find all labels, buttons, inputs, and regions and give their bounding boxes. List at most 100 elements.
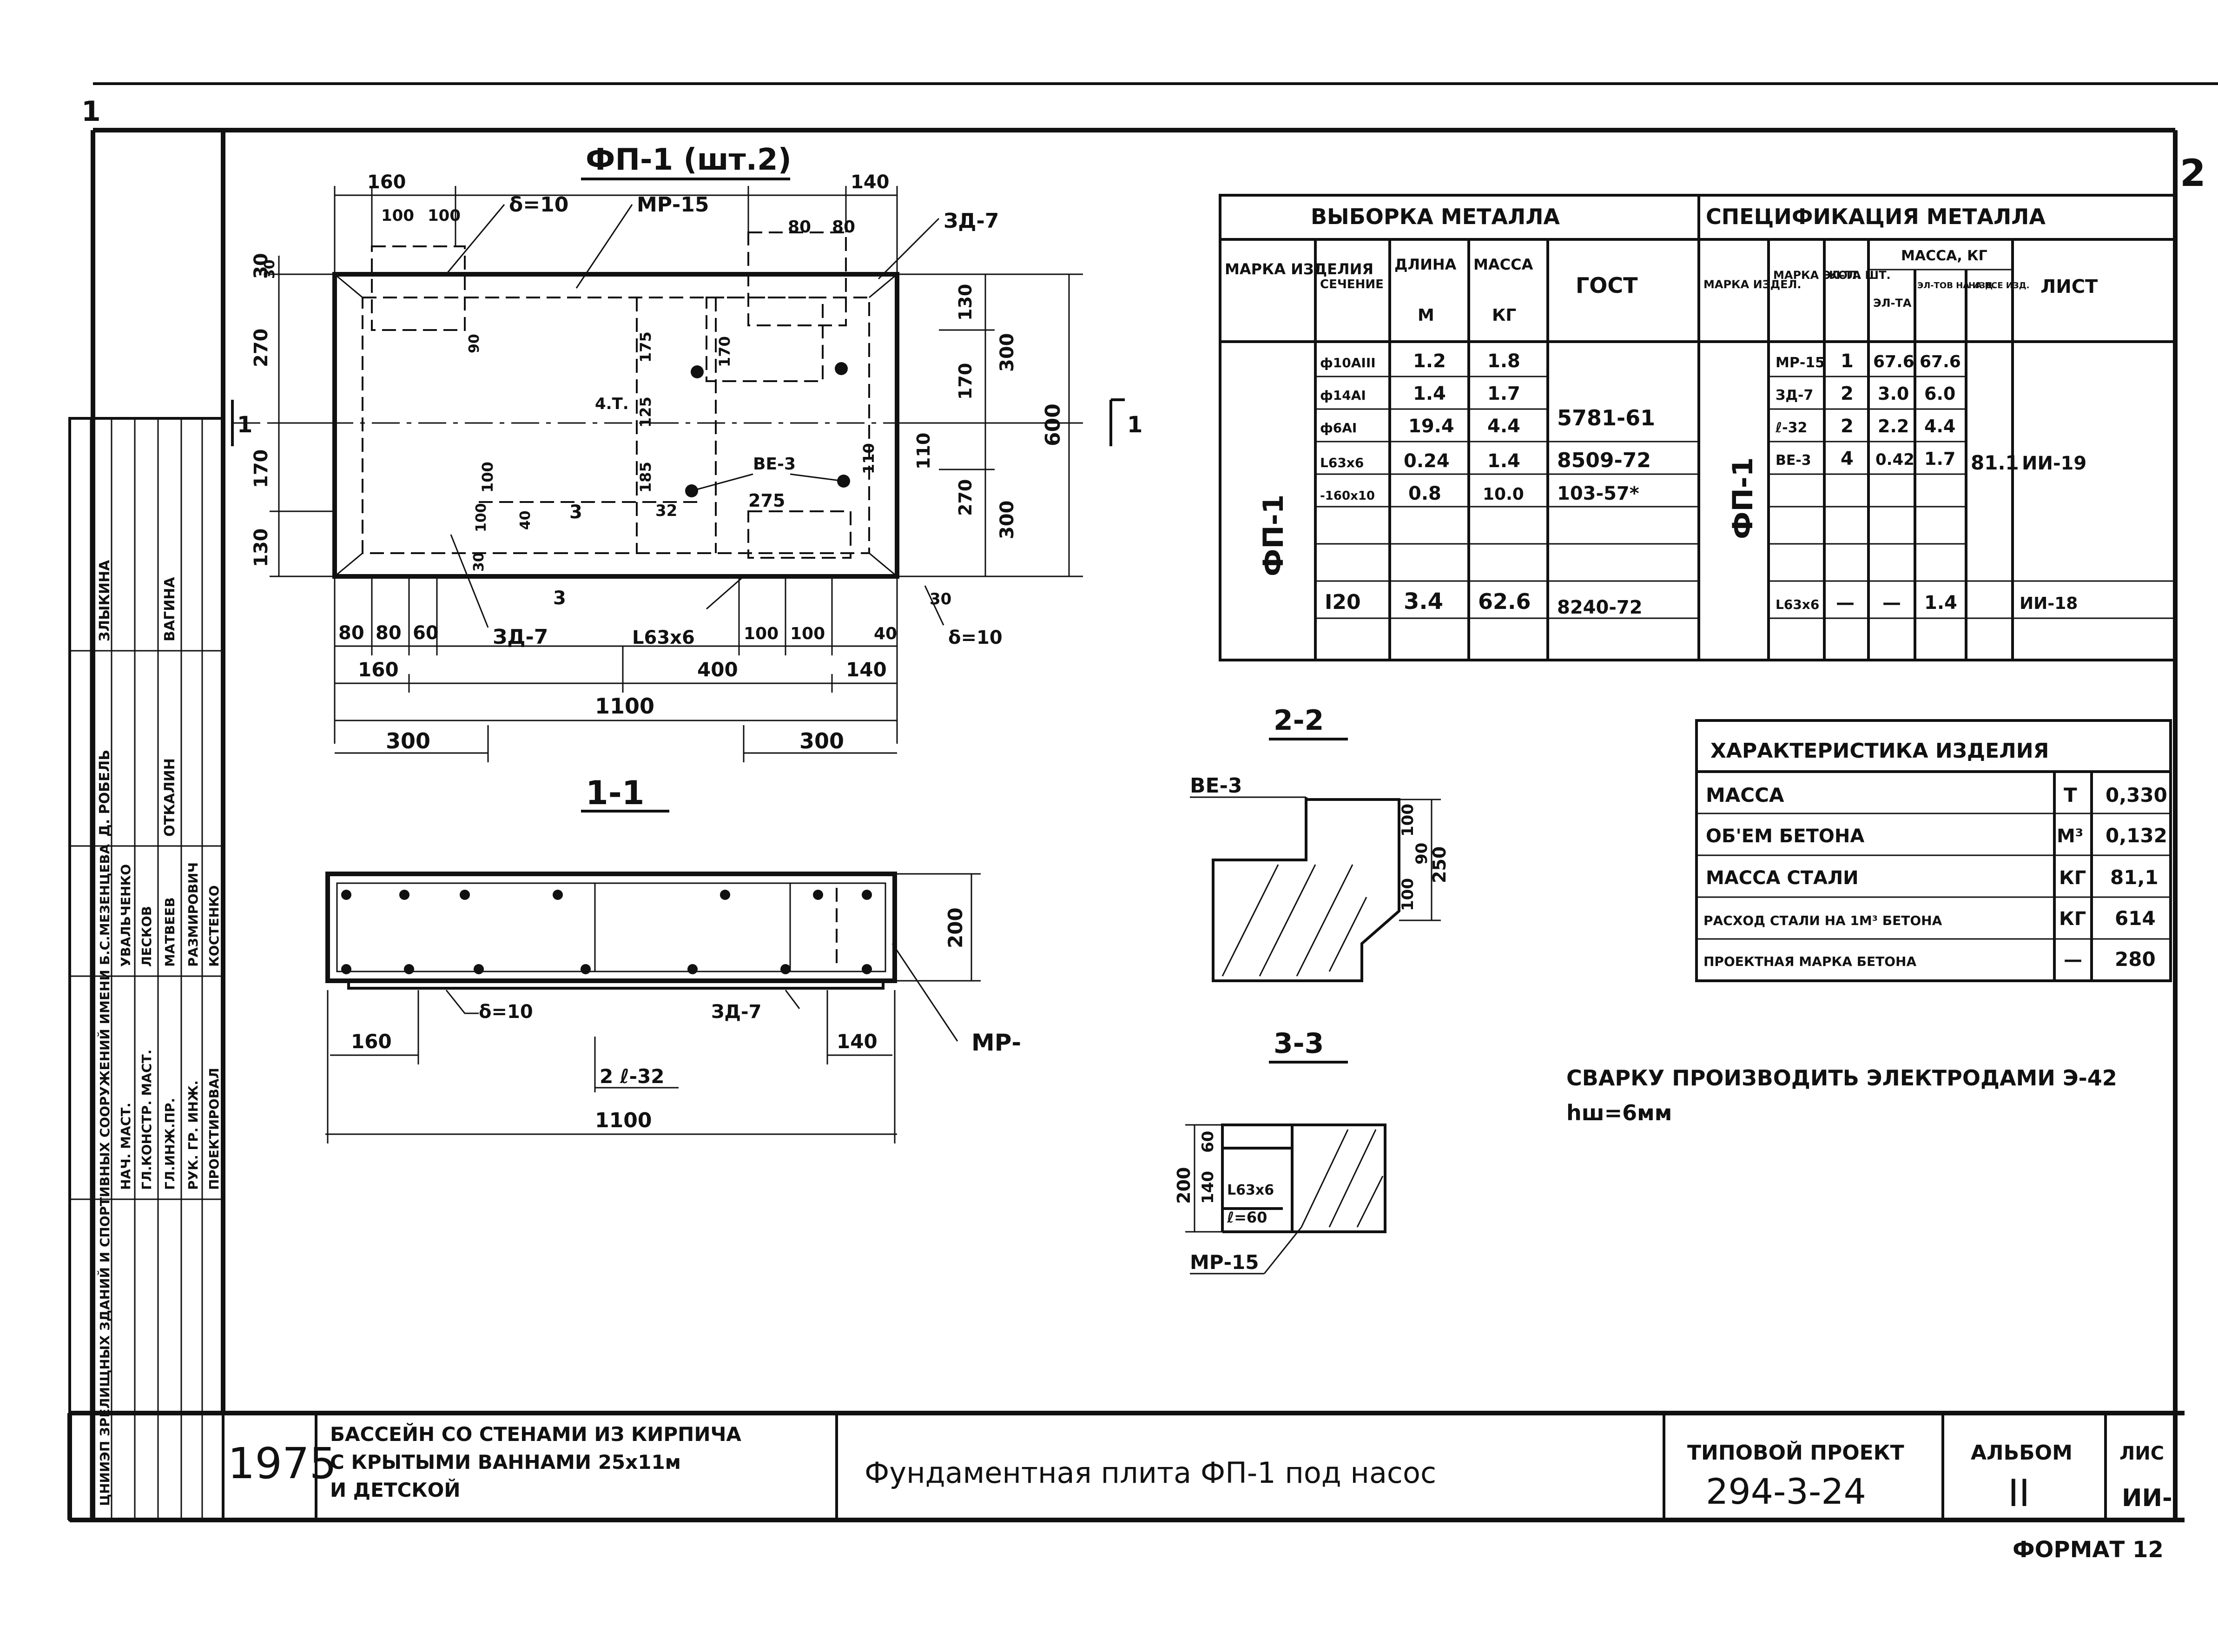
- sheet-index: 2: [2180, 152, 2206, 195]
- char-r4-unit: КГ: [2059, 908, 2086, 930]
- dim-right-2: 170: [955, 363, 976, 400]
- spec-r3-qty: 2: [1841, 416, 1854, 437]
- section11-dim-total: 1100: [595, 1109, 652, 1132]
- sample-r4-gost: 8509-72: [1557, 449, 1651, 472]
- dim-left-1: 30: [251, 253, 272, 279]
- plan-outline: [332, 272, 899, 579]
- title-album-label: АЛЬБОМ: [1971, 1441, 2073, 1465]
- dim-bot1-1: 80: [338, 622, 364, 644]
- section11-rebar-points: [341, 890, 872, 974]
- spec-r3-mass: 2.2: [1878, 416, 1909, 436]
- section11-weld: δ=10: [479, 1001, 533, 1023]
- title-sheet-title: Фундаментная плита ФП-1 под насос: [865, 1456, 1436, 1490]
- section11-mesh: МР-: [971, 1029, 1021, 1056]
- dim-inner-2: 125: [637, 396, 654, 428]
- sample-r2-gost: 5781-61: [1557, 405, 1655, 430]
- sample-r3-mass: 4.4: [1487, 416, 1520, 437]
- stamp-extra-4: ВАГИНА: [162, 577, 178, 641]
- dim-bot2-1: 160: [358, 658, 399, 681]
- sample-h-mass: МАССА: [1473, 256, 1533, 273]
- stamp-name-5: КОСТЕНКО: [206, 885, 222, 967]
- spec-h-mass: МАССА, КГ: [1901, 248, 1987, 264]
- section11-outline: [325, 872, 897, 983]
- sample-r4-mass: 1.4: [1487, 450, 1520, 472]
- sample-r5-section: -160х10: [1320, 489, 1375, 503]
- sample-r6-mass: 62.6: [1478, 589, 1531, 614]
- dim-inner-3: 185: [637, 462, 654, 493]
- section11-dim-height: 200: [944, 907, 967, 948]
- title-year: 1975: [228, 1439, 337, 1488]
- char-r3-value: 81,1: [2110, 866, 2159, 889]
- dim-inner-1: 175: [637, 331, 654, 363]
- char-r1-value: 0,330: [2106, 784, 2167, 806]
- sample-r2-mass: 1.7: [1487, 383, 1520, 404]
- sample-h-mark: МАРКА ИЗДЕЛИЯ: [1225, 260, 1373, 278]
- title-desc-2: С КРЫТЫМИ ВАННАМИ 25х11м: [330, 1451, 681, 1474]
- dim-bot1-4: 100: [744, 624, 779, 643]
- spec-row-5: L63х6 — — 1.4: [1776, 592, 1957, 614]
- section11-dim-left: 160: [351, 1030, 392, 1053]
- char-r1-label: МАССА: [1706, 784, 1784, 806]
- section22-dim-3: 250: [1429, 846, 1450, 883]
- sample-row-4: L63х6 0.24 1.4 8509-72: [1320, 449, 1651, 472]
- tag-n32: 32: [655, 502, 677, 520]
- section11-dim-right: 140: [837, 1030, 878, 1053]
- sample-row-3: ф6АI 19.4 4.4: [1320, 416, 1520, 437]
- plan-view: ФП-1 (шт.2) δ=10 МР-15: [231, 143, 1142, 762]
- stamp-role-5: ПРОЕКТИРОВАЛ: [206, 1068, 222, 1190]
- spec-h-element: МАРКА ЭЛ-ТА: [1773, 269, 1861, 282]
- char-r5-value: 280: [2115, 948, 2156, 971]
- spec-r4-el: ВЕ-3: [1776, 452, 1811, 469]
- spec-r2-total: 6.0: [1924, 383, 1955, 404]
- spec-r1-el: МР-15: [1776, 355, 1825, 371]
- spec-row-2: ЗД-7 2 3.0 6.0: [1776, 383, 1955, 404]
- dim-inner-8: 90: [466, 334, 482, 353]
- char-title: ХАРАКТЕРИСТИКА ИЗДЕЛИЯ: [1710, 739, 2049, 763]
- dim-bot1-6: 40: [874, 624, 897, 643]
- sample-r3-length: 19.4: [1408, 416, 1454, 437]
- spec-r2-el: ЗД-7: [1776, 387, 1813, 403]
- sample-row-1: ф10АIII 1.2 1.8: [1320, 350, 1520, 372]
- stamp-name-2: ЛЕСКОВ: [139, 906, 154, 967]
- sample-r1-section: ф10АIII: [1320, 355, 1376, 370]
- char-r5-label: ПРОЕКТНАЯ МАРКА БЕТОНА: [1703, 954, 1916, 969]
- section22-dim-4: 100: [1399, 878, 1417, 911]
- spec-mark: ФП-1: [1727, 457, 1759, 539]
- dim-half-right: 300: [799, 728, 844, 753]
- dim-inner-11: 30: [471, 552, 487, 572]
- spec-r4-total: 1.7: [1924, 449, 1955, 469]
- stamp-role-2: ГЛ.КОНСТР. МАСТ.: [139, 1050, 154, 1190]
- char-r3-unit: КГ: [2059, 867, 2086, 889]
- char-r2-unit: М³: [2057, 826, 2083, 847]
- section33-dim-3: 200: [1174, 1167, 1194, 1204]
- spec-r2-qty: 2: [1841, 383, 1854, 404]
- sample-row-6: I20 3.4 62.6 8240-72: [1325, 588, 1643, 618]
- title-type-value: 294-3-24: [1706, 1471, 1866, 1512]
- spec-row-4: ВЕ-3 4 0.42 1.7: [1776, 448, 1955, 469]
- spec-row-3: ℓ-32 2 2.2 4.4: [1775, 416, 1955, 437]
- section33-len: ℓ=60: [1227, 1209, 1267, 1226]
- cut-mark-3a: 3: [569, 502, 582, 523]
- char-r4-label: РАСХОД СТАЛИ НА 1М³ БЕТОНА: [1703, 913, 1942, 928]
- tag-weld-top: δ=10: [509, 193, 568, 217]
- tag-angle: L63х6: [632, 627, 695, 648]
- sample-r4-length: 0.24: [1404, 450, 1450, 472]
- spec-r5-mass: —: [1882, 592, 1901, 614]
- tag-anchor-tr: ЗД-7: [944, 209, 999, 233]
- metal-sample-table: ВЫБОРКА МЕТАЛЛА МАРКА ИЗДЕЛИЯ СЕЧЕНИЕ ДЛ…: [1219, 194, 1700, 661]
- dim-right-4: 270: [955, 479, 976, 516]
- sample-r2-section: ф14АI: [1320, 388, 1366, 403]
- dim-top-6: 140: [851, 172, 890, 193]
- sheet-number: 1: [81, 95, 101, 128]
- cut-mark-1a: 1: [1127, 412, 1142, 438]
- sample-r6-length: 3.4: [1404, 588, 1443, 615]
- dim-inner-4: 170: [716, 336, 733, 367]
- sample-r6-gost: 8240-72: [1557, 597, 1643, 618]
- section-2-2: 2-2 ВЕ-3 100 90 250 100: [1190, 704, 1450, 982]
- note-line-2: hш=6мм: [1566, 1100, 1672, 1125]
- title-album-value: II: [2008, 1472, 2030, 1515]
- tag-weld-br: δ=10: [948, 627, 1003, 648]
- stamp-org: ЦНИИЭП ЗРЕЛИЩНЫХ ЗДАНИЙ И СПОРТИВНЫХ СОО…: [97, 844, 112, 1506]
- dim-bot1-5: 100: [790, 624, 825, 643]
- sample-h-length: ДЛИНА: [1394, 256, 1457, 273]
